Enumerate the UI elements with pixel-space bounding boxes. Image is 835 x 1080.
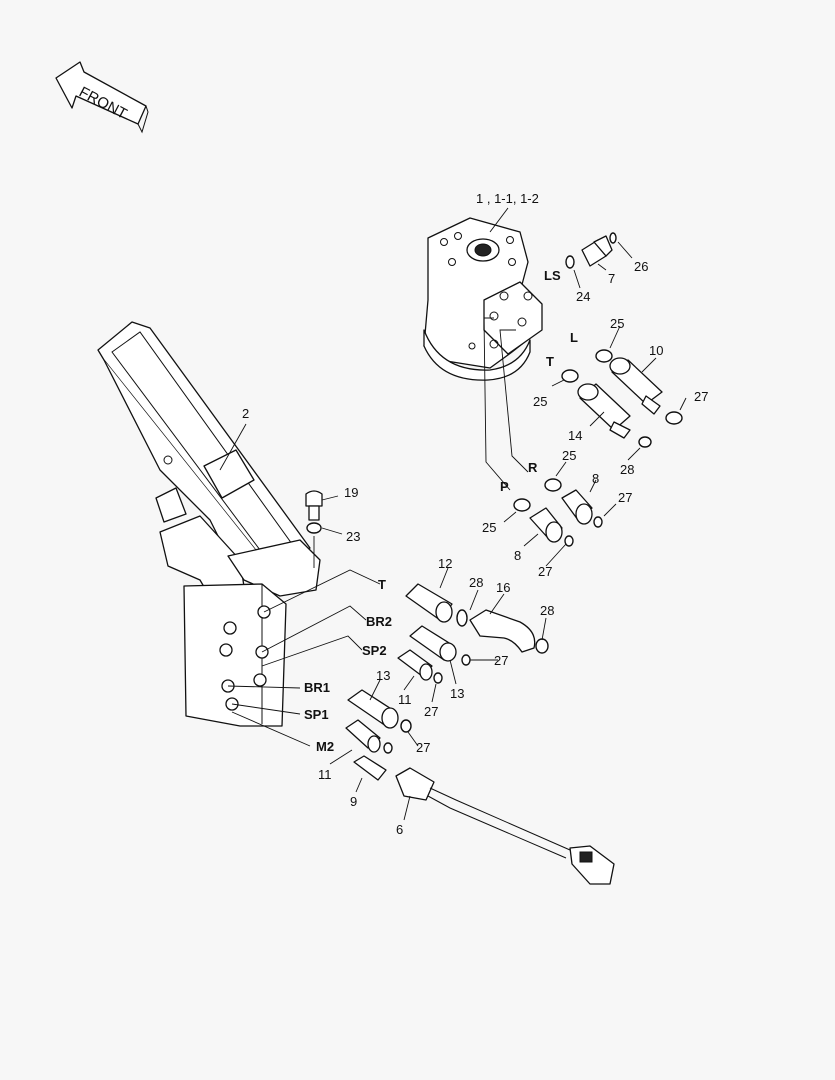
o-ring-25d: [513, 498, 531, 512]
label-part-8b: 8: [514, 548, 521, 563]
port-label-l: L: [570, 330, 578, 345]
port-label-br2: BR2: [366, 614, 392, 629]
label-part-27c: 27: [538, 564, 552, 579]
label-part-27f: 27: [416, 740, 430, 755]
label-part-28c: 28: [540, 603, 554, 618]
label-part-25d: 25: [482, 520, 496, 535]
fitting-8b: [529, 507, 563, 543]
o-ring-27a: [665, 411, 683, 425]
label-part-28b: 28: [469, 575, 483, 590]
label-part-26: 26: [634, 259, 648, 274]
o-ring-28a: [638, 436, 652, 448]
label-part-2: 2: [242, 406, 249, 421]
label-part-23: 23: [346, 529, 360, 544]
port-label-br1: BR1: [304, 680, 330, 695]
o-ring-27c: [564, 535, 574, 547]
fitting-11a: [397, 649, 433, 681]
port-label-sp1: SP1: [304, 707, 329, 722]
label-part-11b: 11: [318, 767, 332, 782]
port-label-p: P: [500, 479, 509, 494]
label-part-13a: 13: [450, 686, 464, 701]
o-ring-27d: [461, 654, 471, 666]
fitting-13a: [409, 625, 457, 662]
steering-unit: [423, 217, 543, 381]
fitting-9: [353, 755, 387, 781]
hose-16: [469, 609, 536, 653]
brake-pedal: [97, 321, 321, 605]
label-part-19: 19: [344, 485, 358, 500]
fitting-8a: [561, 489, 593, 525]
o-ring-27f: [400, 719, 412, 733]
o-ring-24: [565, 255, 575, 269]
port-label-t-top: T: [546, 354, 554, 369]
label-part-14: 14: [568, 428, 582, 443]
front-arrow: FRONT: [55, 61, 149, 134]
label-part-27b: 27: [618, 490, 632, 505]
label-part-25a: 25: [610, 316, 624, 331]
o-ring-27b: [593, 516, 603, 528]
label-part-27e: 27: [424, 704, 438, 719]
label-part-13b: 13: [376, 668, 390, 683]
pressure-sensor-6: [395, 767, 615, 885]
fitting-7: [581, 232, 617, 267]
valve-14: [577, 383, 631, 439]
fitting-11b: [345, 719, 381, 753]
o-ring-27g: [383, 742, 393, 754]
o-ring-28c: [535, 638, 549, 654]
label-part-27a: 27: [694, 389, 708, 404]
o-ring-28b: [456, 609, 468, 627]
label-part-25b: 25: [533, 394, 547, 409]
label-part-28a: 28: [620, 462, 634, 477]
washer-23: [306, 522, 322, 534]
fitting-12: [405, 583, 453, 623]
label-part-25c: 25: [562, 448, 576, 463]
label-part-6: 6: [396, 822, 403, 837]
port-label-t-valve: T: [378, 577, 386, 592]
o-ring-25b: [561, 369, 579, 383]
bolt-19: [305, 490, 323, 521]
port-label-ls: LS: [544, 268, 561, 283]
valve-10: [609, 357, 663, 415]
label-part-24: 24: [576, 289, 590, 304]
label-part-27d: 27: [494, 653, 508, 668]
label-part-11a: 11: [398, 692, 412, 707]
port-label-sp2: SP2: [362, 643, 387, 658]
label-part-16: 16: [496, 580, 510, 595]
port-label-m2: M2: [316, 739, 334, 754]
label-part-8a: 8: [592, 471, 599, 486]
o-ring-27e: [433, 672, 443, 684]
o-ring-25c: [544, 478, 562, 492]
label-part-7: 7: [608, 271, 615, 286]
label-part-9: 9: [350, 794, 357, 809]
label-part-1: 1 , 1-1, 1-2: [476, 191, 539, 206]
label-part-10: 10: [649, 343, 663, 358]
label-part-12: 12: [438, 556, 452, 571]
port-label-r: R: [528, 460, 538, 475]
fitting-13b: [347, 689, 399, 729]
o-ring-25a: [595, 349, 613, 363]
